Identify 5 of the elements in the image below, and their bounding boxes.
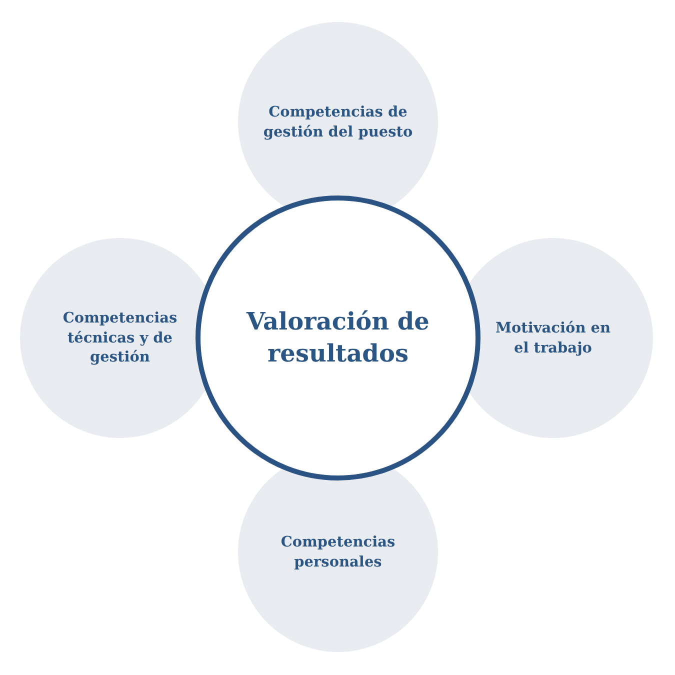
- circle-label: Competencias técnicas y de gestión: [58, 308, 182, 368]
- circle-label: Competencias personales: [263, 532, 413, 572]
- circle-label: Motivación en el trabajo: [493, 318, 613, 358]
- circle-label: Competencias de gestión del puesto: [250, 102, 426, 142]
- circle-label: Valoración de resultados: [243, 306, 433, 370]
